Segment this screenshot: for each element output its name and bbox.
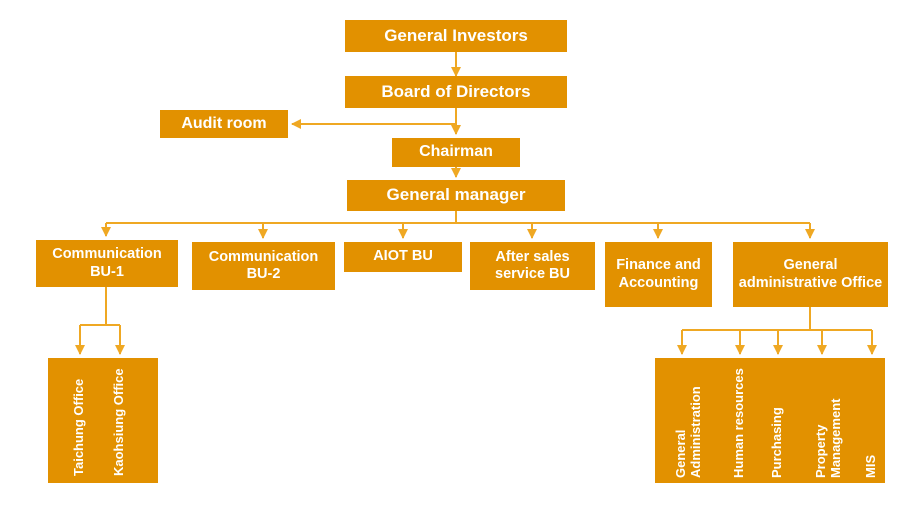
node-general-manager[interactable]: General manager — [347, 180, 565, 211]
panel-general-admin-departments — [655, 358, 885, 483]
node-general-investors[interactable]: General Investors — [345, 20, 567, 52]
label-kaohsiung-office[interactable]: Kaohsiung Office — [111, 368, 126, 476]
node-board-of-directors[interactable]: Board of Directors — [345, 76, 567, 108]
label-taichung-office[interactable]: Taichung Office — [71, 378, 86, 476]
label-purchasing[interactable]: Purchasing — [769, 407, 784, 478]
node-finance-and-accounting[interactable]: Finance and Accounting — [605, 242, 712, 307]
panel-communication-bu-1-offices — [48, 358, 158, 483]
label-property-management[interactable]: Property Management — [813, 398, 843, 478]
node-audit-room[interactable]: Audit room — [160, 110, 288, 138]
node-after-sales-service-bu[interactable]: After sales service BU — [470, 242, 595, 290]
node-communication-bu-2[interactable]: Communication BU-2 — [192, 242, 335, 290]
node-communication-bu-1[interactable]: Communication BU-1 — [36, 240, 178, 287]
label-human-resources[interactable]: Human resources — [731, 368, 746, 478]
node-chairman[interactable]: Chairman — [392, 138, 520, 167]
node-general-administrative-office[interactable]: General administrative Office — [733, 242, 888, 307]
label-mis[interactable]: MIS — [863, 454, 878, 478]
node-aiot-bu[interactable]: AIOT BU — [344, 242, 462, 272]
label-general-administration[interactable]: General Administration — [673, 386, 703, 478]
